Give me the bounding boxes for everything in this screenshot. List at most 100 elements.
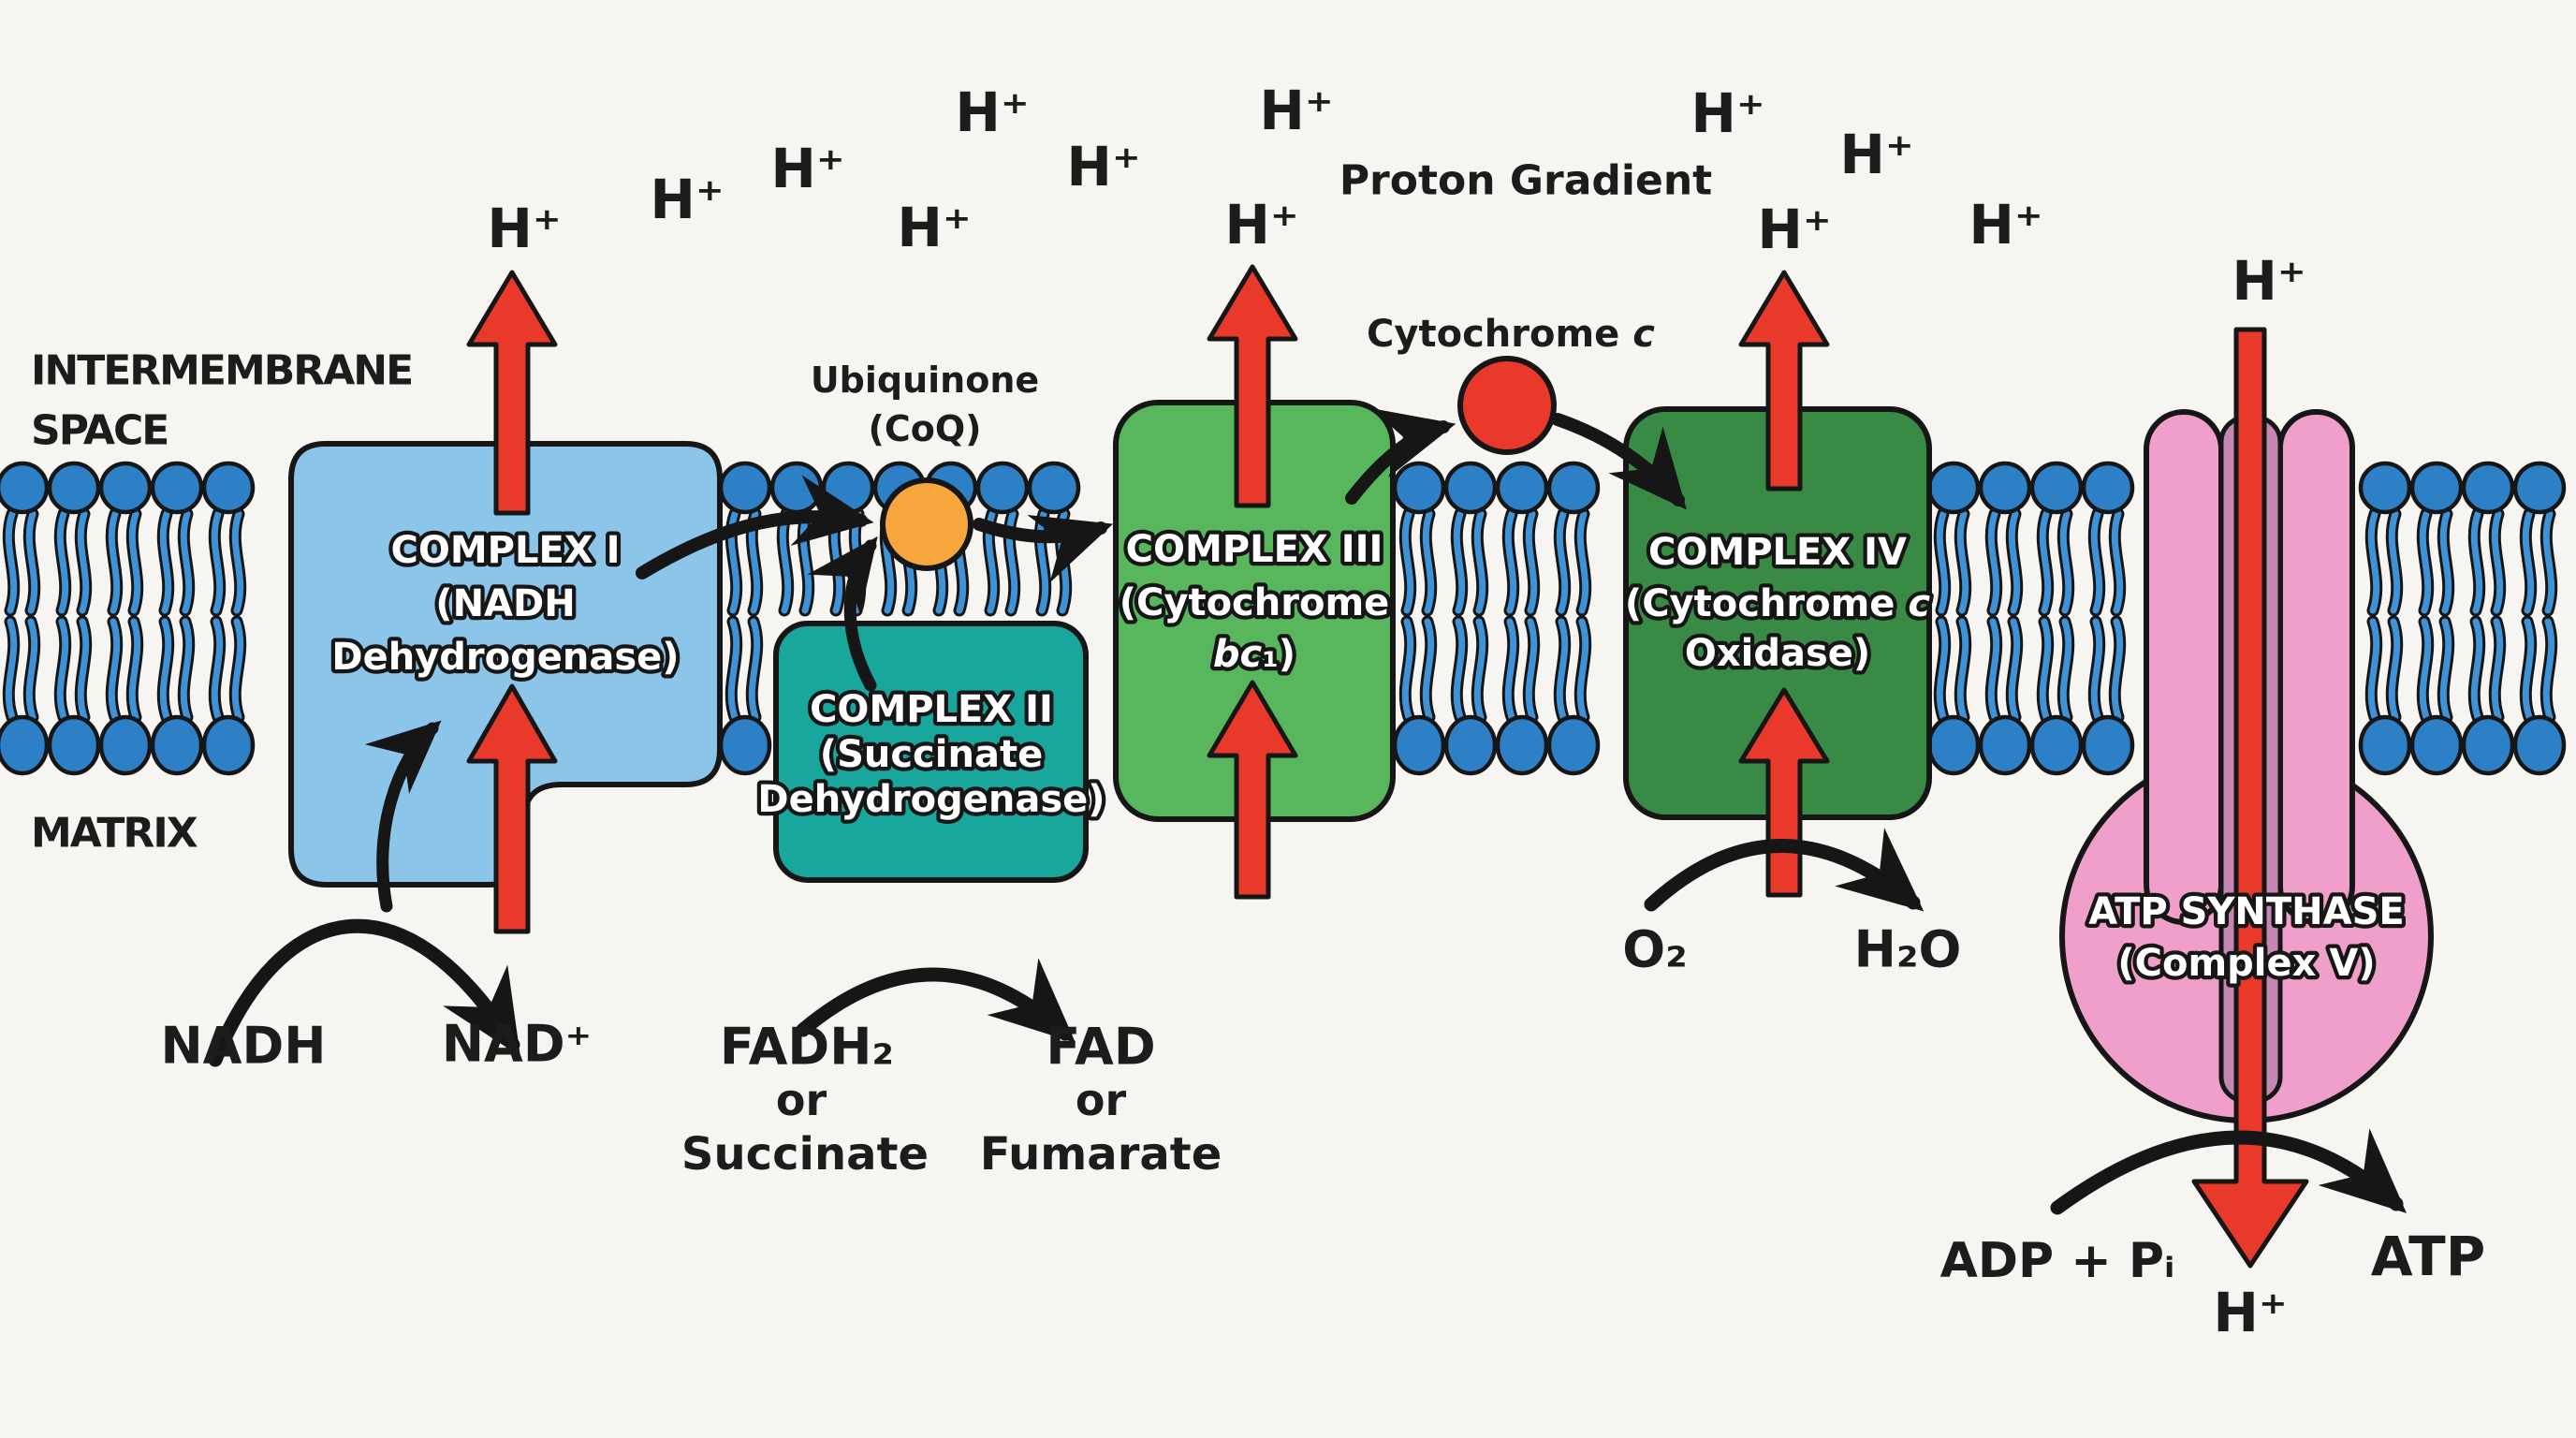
lipid-head: [150, 714, 204, 776]
lipid-tail: [2542, 618, 2555, 721]
lipid-tail: [128, 618, 141, 721]
lipid-tail: [2008, 618, 2021, 721]
proton-label: H⁺: [2232, 249, 2305, 313]
lipid-tail: [1504, 618, 1517, 721]
fadh2-label: FADH₂: [720, 1018, 894, 1077]
lipid-head: [1027, 461, 1081, 515]
lipid-head: [2409, 714, 2464, 776]
lipid-tail: [2470, 510, 2483, 614]
complex3-lower-proton-arrow: [1207, 680, 1298, 900]
complex3-label-line3: bc₁): [1213, 633, 1295, 676]
lipid-tail: [1504, 510, 1517, 614]
lipid-head: [1926, 461, 1981, 515]
nadh-electron-entry-arrow: [364, 720, 442, 913]
lipid-tail: [108, 618, 121, 721]
lipid-tail: [2522, 510, 2535, 614]
succinate-label: Succinate: [681, 1128, 929, 1181]
lipid-tail: [108, 510, 121, 614]
lipid-tail: [1956, 510, 1969, 614]
nad-plus-label: NAD⁺: [442, 1015, 592, 1074]
ubiquinone-circle: [880, 477, 973, 571]
complex2-label-line1: COMPLEX II: [810, 688, 1053, 731]
o2-label: O₂: [1622, 920, 1688, 979]
lipid-tail: [2491, 618, 2504, 721]
lipid-tail: [2059, 510, 2072, 614]
lipid-tail: [56, 510, 69, 614]
nadh-label: NADH: [160, 1017, 326, 1076]
lipid-head: [2512, 461, 2567, 515]
coq-to-complex3-arrow: [973, 514, 1114, 583]
lipid-head: [2081, 714, 2135, 776]
or-right-label: or: [1076, 1075, 1127, 1125]
matrix-label: MATRIX: [31, 810, 198, 858]
lipid-tail: [1473, 618, 1486, 721]
lipid-tail: [159, 618, 172, 721]
lipid-tail: [2059, 618, 2072, 721]
lipid-tail: [2522, 618, 2535, 721]
cytc-to-complex4-arrow: [1551, 413, 1687, 510]
atp-label: ATP: [2371, 1225, 2485, 1288]
lipid-head: [47, 714, 101, 776]
lipid-tail: [2367, 618, 2380, 721]
lipid-tail: [2367, 510, 2380, 614]
complex4-label-line1: COMPLEX IV: [1648, 531, 1907, 574]
complex2-label-line3: Dehydrogenase): [757, 778, 1105, 821]
proton-label: H⁺: [1690, 81, 1764, 145]
atp-synthase-right-pillar: [2277, 409, 2355, 925]
lipid-tail: [1936, 510, 1949, 614]
lipid-head: [2461, 714, 2515, 776]
lipid-head: [2029, 461, 2084, 515]
proton-gradient-label: Proton Gradient: [1339, 157, 1712, 205]
lipid-tail: [1453, 510, 1466, 614]
lipid-tail: [2039, 510, 2052, 614]
lipid-head: [1443, 461, 1498, 515]
complex4-label-line2: (Cytochrome c: [1625, 582, 1930, 625]
lipid-tail: [180, 618, 193, 721]
complex1-label-line3: Dehydrogenase): [331, 636, 679, 679]
proton-label: H⁺: [770, 137, 844, 200]
lipid-tail: [2419, 618, 2432, 721]
lipid-tail: [1556, 618, 1569, 721]
lipid-tail: [211, 510, 224, 614]
lipid-tail: [1525, 618, 1538, 721]
fadh2-to-fad-arrow: [796, 958, 1076, 1043]
lipid-tail: [2111, 618, 2124, 721]
or-left-label: or: [776, 1075, 827, 1125]
lipid-tail: [2491, 510, 2504, 614]
proton-label: H⁺: [1839, 123, 1913, 186]
lipid-head: [2358, 714, 2412, 776]
proton-label: H⁺: [487, 197, 561, 260]
inner-mitochondrial-membrane: [0, 461, 2567, 776]
lipid-tail: [128, 510, 141, 614]
complex4-label-line3: Oxidase): [1685, 632, 1870, 675]
lipid-head: [0, 461, 50, 515]
proton-label: H⁺: [1224, 193, 1298, 257]
lipid-head: [98, 714, 153, 776]
complex3-label-line1: COMPLEX III: [1126, 528, 1383, 571]
lipid-head: [1978, 461, 2032, 515]
lipid-tail: [1401, 618, 1414, 721]
top-leaflet-tails: [2, 507, 2558, 617]
complex3-label-line2: (Cytochrome: [1120, 581, 1390, 624]
complex4-lower-proton-arrow: [1738, 687, 1830, 898]
lipid-tail: [77, 618, 90, 721]
lipid-head: [718, 714, 772, 776]
lipid-head: [1495, 714, 1549, 776]
complex2-shape: [773, 621, 1089, 883]
lipid-tail: [159, 510, 172, 614]
proton-gradient-ions: H⁺H⁺H⁺H⁺H⁺H⁺H⁺H⁺H⁺H⁺H⁺H⁺H⁺H⁺: [487, 79, 2305, 1344]
complex1-label-line2: (NADH: [435, 582, 575, 625]
complex1-to-coq-arrow: [636, 475, 874, 580]
lipid-head: [769, 461, 824, 515]
lipid-tail: [2439, 618, 2452, 721]
lipid-tail: [56, 618, 69, 721]
complex2-label-line2: (Succinate: [820, 733, 1043, 776]
o2-to-h2o-arrow: [1644, 828, 1925, 912]
proton-label: H⁺: [1969, 193, 2042, 257]
lipid-tail: [2542, 510, 2555, 614]
lipid-tail: [1453, 618, 1466, 721]
intermembrane-space-label-line1: INTERMEMBRANE: [31, 347, 412, 395]
lipid-tail: [231, 618, 244, 721]
lipid-tail: [180, 510, 193, 614]
